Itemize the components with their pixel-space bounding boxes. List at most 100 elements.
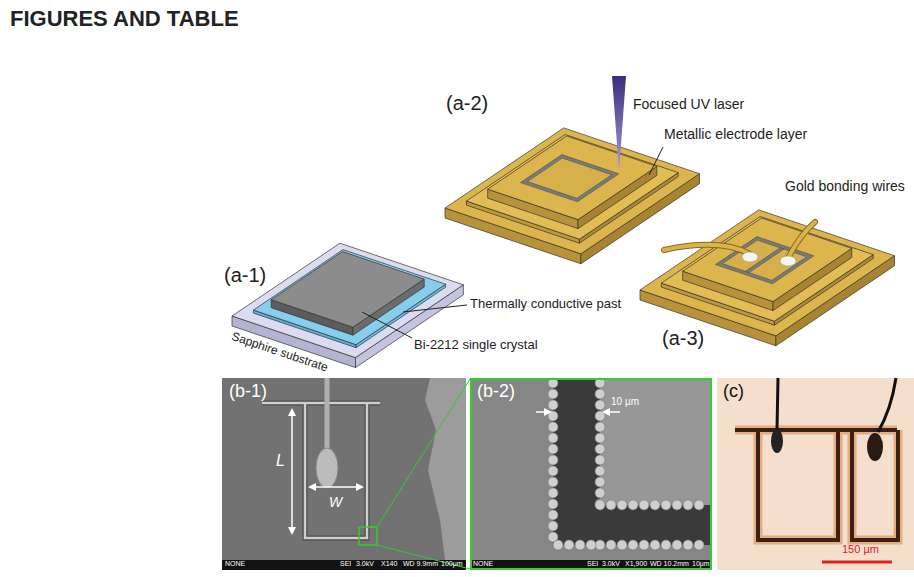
sem-info-bar: [222, 560, 466, 570]
zoom-line: [377, 379, 470, 527]
sem-info: SEI: [587, 560, 598, 568]
optical-photo: [717, 378, 914, 570]
bonding-wire: [664, 245, 750, 254]
gold-paste-layer-top: [661, 217, 873, 322]
sem-info: 3.0kV: [602, 560, 620, 568]
sem-info: 100μm: [441, 560, 463, 568]
panel-label: (a-3): [662, 327, 704, 350]
grain: [683, 500, 693, 510]
arrow-head: [308, 483, 316, 491]
grain: [548, 444, 558, 454]
trench-line: [262, 403, 380, 538]
dimension-label: L: [276, 452, 285, 470]
part-label: Metallic electrode layer: [664, 126, 807, 142]
grain: [639, 500, 649, 510]
grain: [548, 433, 558, 443]
bond-ball: [742, 252, 758, 262]
grain: [595, 499, 605, 509]
part-label: Focused UV laser: [633, 96, 744, 112]
grain: [548, 400, 558, 410]
sem-info: 3.0kV: [356, 560, 374, 568]
grain: [586, 540, 596, 550]
grain: [617, 500, 627, 510]
grain: [661, 540, 671, 550]
grain: [595, 455, 605, 465]
grain: [553, 540, 563, 550]
grain: [575, 540, 585, 550]
panel-label: (b-2): [477, 381, 515, 402]
grain: [548, 521, 558, 531]
gold-substrate-top: [640, 210, 895, 336]
grain: [548, 455, 558, 465]
arrow-head: [544, 408, 552, 416]
grain: [672, 500, 682, 510]
grain: [595, 466, 605, 476]
arrow-head: [288, 527, 296, 535]
grain: [606, 540, 616, 550]
uv-laser-beam: [612, 76, 626, 172]
leader-line: [403, 305, 467, 312]
grain: [548, 466, 558, 476]
grain: [694, 540, 704, 550]
sem-info: WD 10.2mm: [650, 560, 689, 568]
mesa-top: [528, 158, 612, 198]
gold-crystal-top: [683, 218, 852, 302]
grain: [628, 500, 638, 510]
grain: [683, 540, 693, 550]
zoom-line: [377, 545, 470, 569]
scale-label: 150 µm: [842, 543, 879, 556]
bonding-wire: [788, 222, 815, 258]
part-label: Bi-2212 single crystal: [414, 338, 538, 353]
rough-edge: [425, 378, 466, 560]
sem-photo: [470, 378, 712, 570]
dimension-arrow: [314, 486, 358, 488]
grain: [595, 422, 605, 432]
grain: [595, 488, 605, 498]
grain: [564, 540, 574, 550]
grain: [639, 540, 649, 550]
laser-trench: [520, 155, 619, 202]
grain: [595, 540, 605, 550]
grain: [650, 500, 660, 510]
grain: [548, 488, 558, 498]
grain: [595, 433, 605, 443]
grain: [606, 500, 616, 510]
gold-substrate-top: [445, 128, 700, 254]
panel-label: (a-1): [224, 264, 266, 287]
grain: [617, 540, 627, 550]
leader-line: [649, 147, 663, 175]
trench-shadow: [262, 403, 380, 538]
dimension-arrow: [291, 414, 293, 529]
grain: [548, 477, 558, 487]
grain: [548, 510, 558, 520]
sem-info: WD 9.9mm: [403, 560, 438, 568]
panel-label: (a-2): [446, 92, 488, 115]
grain: [595, 400, 605, 410]
grain: [595, 477, 605, 487]
trench: [553, 505, 712, 545]
grain: [672, 540, 682, 550]
panel-label: (c): [723, 381, 744, 402]
leader-line: [362, 312, 412, 338]
sem-info: SEI: [340, 560, 351, 568]
gold-crystal-top: [488, 136, 657, 220]
grain: [694, 500, 704, 510]
surface: [600, 378, 712, 505]
part-label: Gold bonding wires: [785, 178, 905, 194]
sem-info: NONE: [225, 560, 245, 568]
arrow-head: [602, 408, 610, 416]
bonding-wire: [788, 222, 815, 258]
gold-paste-layer-top: [466, 135, 678, 240]
bonding-wire: [777, 378, 778, 430]
zoom-box: [359, 527, 377, 545]
grain: [650, 540, 660, 550]
bi2212-crystal-top: [271, 252, 424, 328]
sem-info: NONE: [473, 560, 493, 568]
bond-ball: [771, 429, 783, 453]
bond-ball: [867, 433, 883, 461]
grain: [595, 444, 605, 454]
zoom-frame: [471, 379, 711, 569]
sem-info: X140: [381, 560, 397, 568]
grain: [595, 500, 605, 510]
